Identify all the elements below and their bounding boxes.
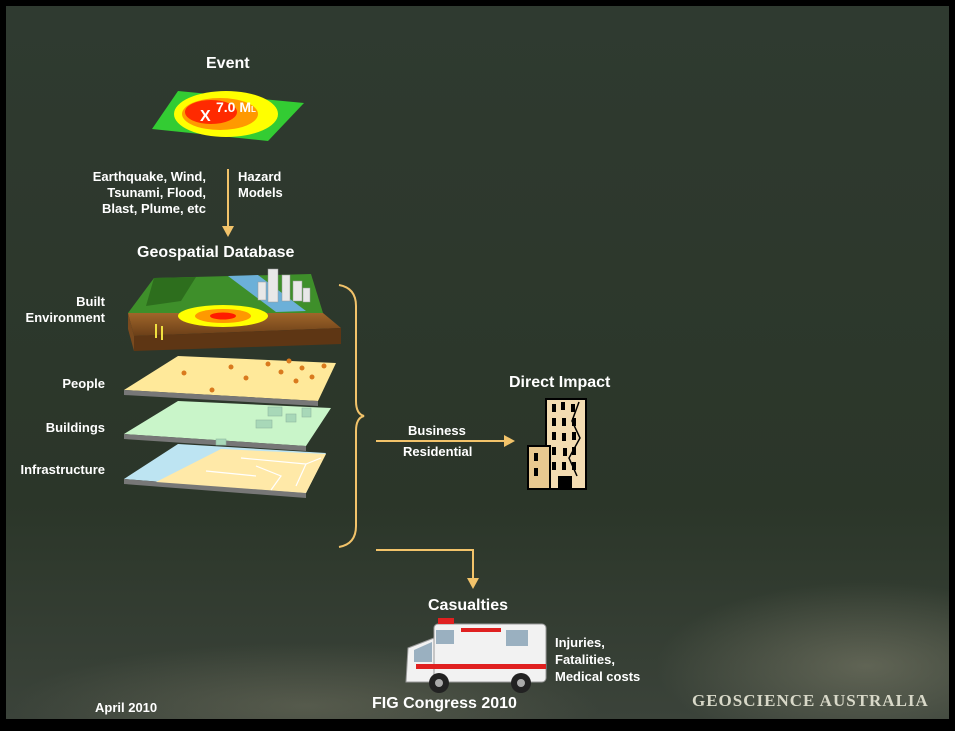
hazard-models-line: Hazard	[238, 169, 282, 184]
casualties-title: Casualties	[428, 597, 509, 614]
casualties-arrow	[376, 549, 479, 589]
residential-label: Residential	[403, 444, 473, 459]
hazard-arrow	[222, 169, 234, 237]
layer-label-infrastructure: Infrastructure	[20, 462, 105, 477]
layer-label-buildings: Buildings	[45, 420, 105, 435]
business-label: Business	[408, 423, 466, 438]
magnitude-subscript: L	[251, 105, 256, 114]
layer-label-built-environment: Built Environment	[26, 294, 105, 326]
hazard-type-line: Blast, Plume, etc	[101, 201, 206, 216]
ambulance-icon	[405, 618, 547, 693]
people-layer-icon	[124, 356, 336, 406]
footer-conference: FIG Congress 2010	[372, 695, 517, 712]
grouping-brace	[338, 284, 365, 548]
casualties-details: Injuries, Fatalities, Medical costs	[555, 634, 640, 685]
hazard-types: Earthquake, Wind, Tsunami, Flood, Blast,…	[93, 169, 206, 217]
layer-label-people: People	[62, 376, 105, 391]
built-line: Built	[76, 294, 105, 309]
casualty-detail-line: Injuries,	[555, 635, 605, 650]
built-environment-block-icon	[128, 268, 341, 351]
casualty-detail-line: Fatalities,	[555, 652, 615, 667]
hazard-models-label: Hazard Models	[238, 169, 283, 201]
impact-arrow	[376, 435, 515, 447]
magnitude-value: 7.0 M	[216, 99, 252, 115]
geoscience-australia-logo: GEOSCIENCE AUSTRALIA	[692, 691, 929, 710]
hazard-map-icon	[152, 91, 304, 141]
environment-line: Environment	[25, 310, 105, 325]
hazard-type-line: Earthquake, Wind,	[92, 169, 206, 184]
infrastructure-layer-icon	[124, 444, 326, 498]
buildings-layer-icon	[124, 401, 331, 451]
footer-date: April 2010	[95, 700, 158, 715]
casualty-detail-line: Medical costs	[555, 669, 641, 684]
diagram-graphics	[124, 91, 587, 693]
geospatial-database-title: Geospatial Database	[137, 244, 295, 261]
epicenter-marker: X	[200, 108, 211, 125]
direct-impact-title: Direct Impact	[509, 374, 611, 391]
hazard-models-line: Models	[238, 185, 283, 200]
damaged-building-icon	[527, 398, 587, 490]
event-title: Event	[206, 55, 250, 72]
hazard-type-line: Tsunami, Flood,	[107, 185, 206, 200]
magnitude-label: 7.0 ML	[216, 99, 256, 115]
